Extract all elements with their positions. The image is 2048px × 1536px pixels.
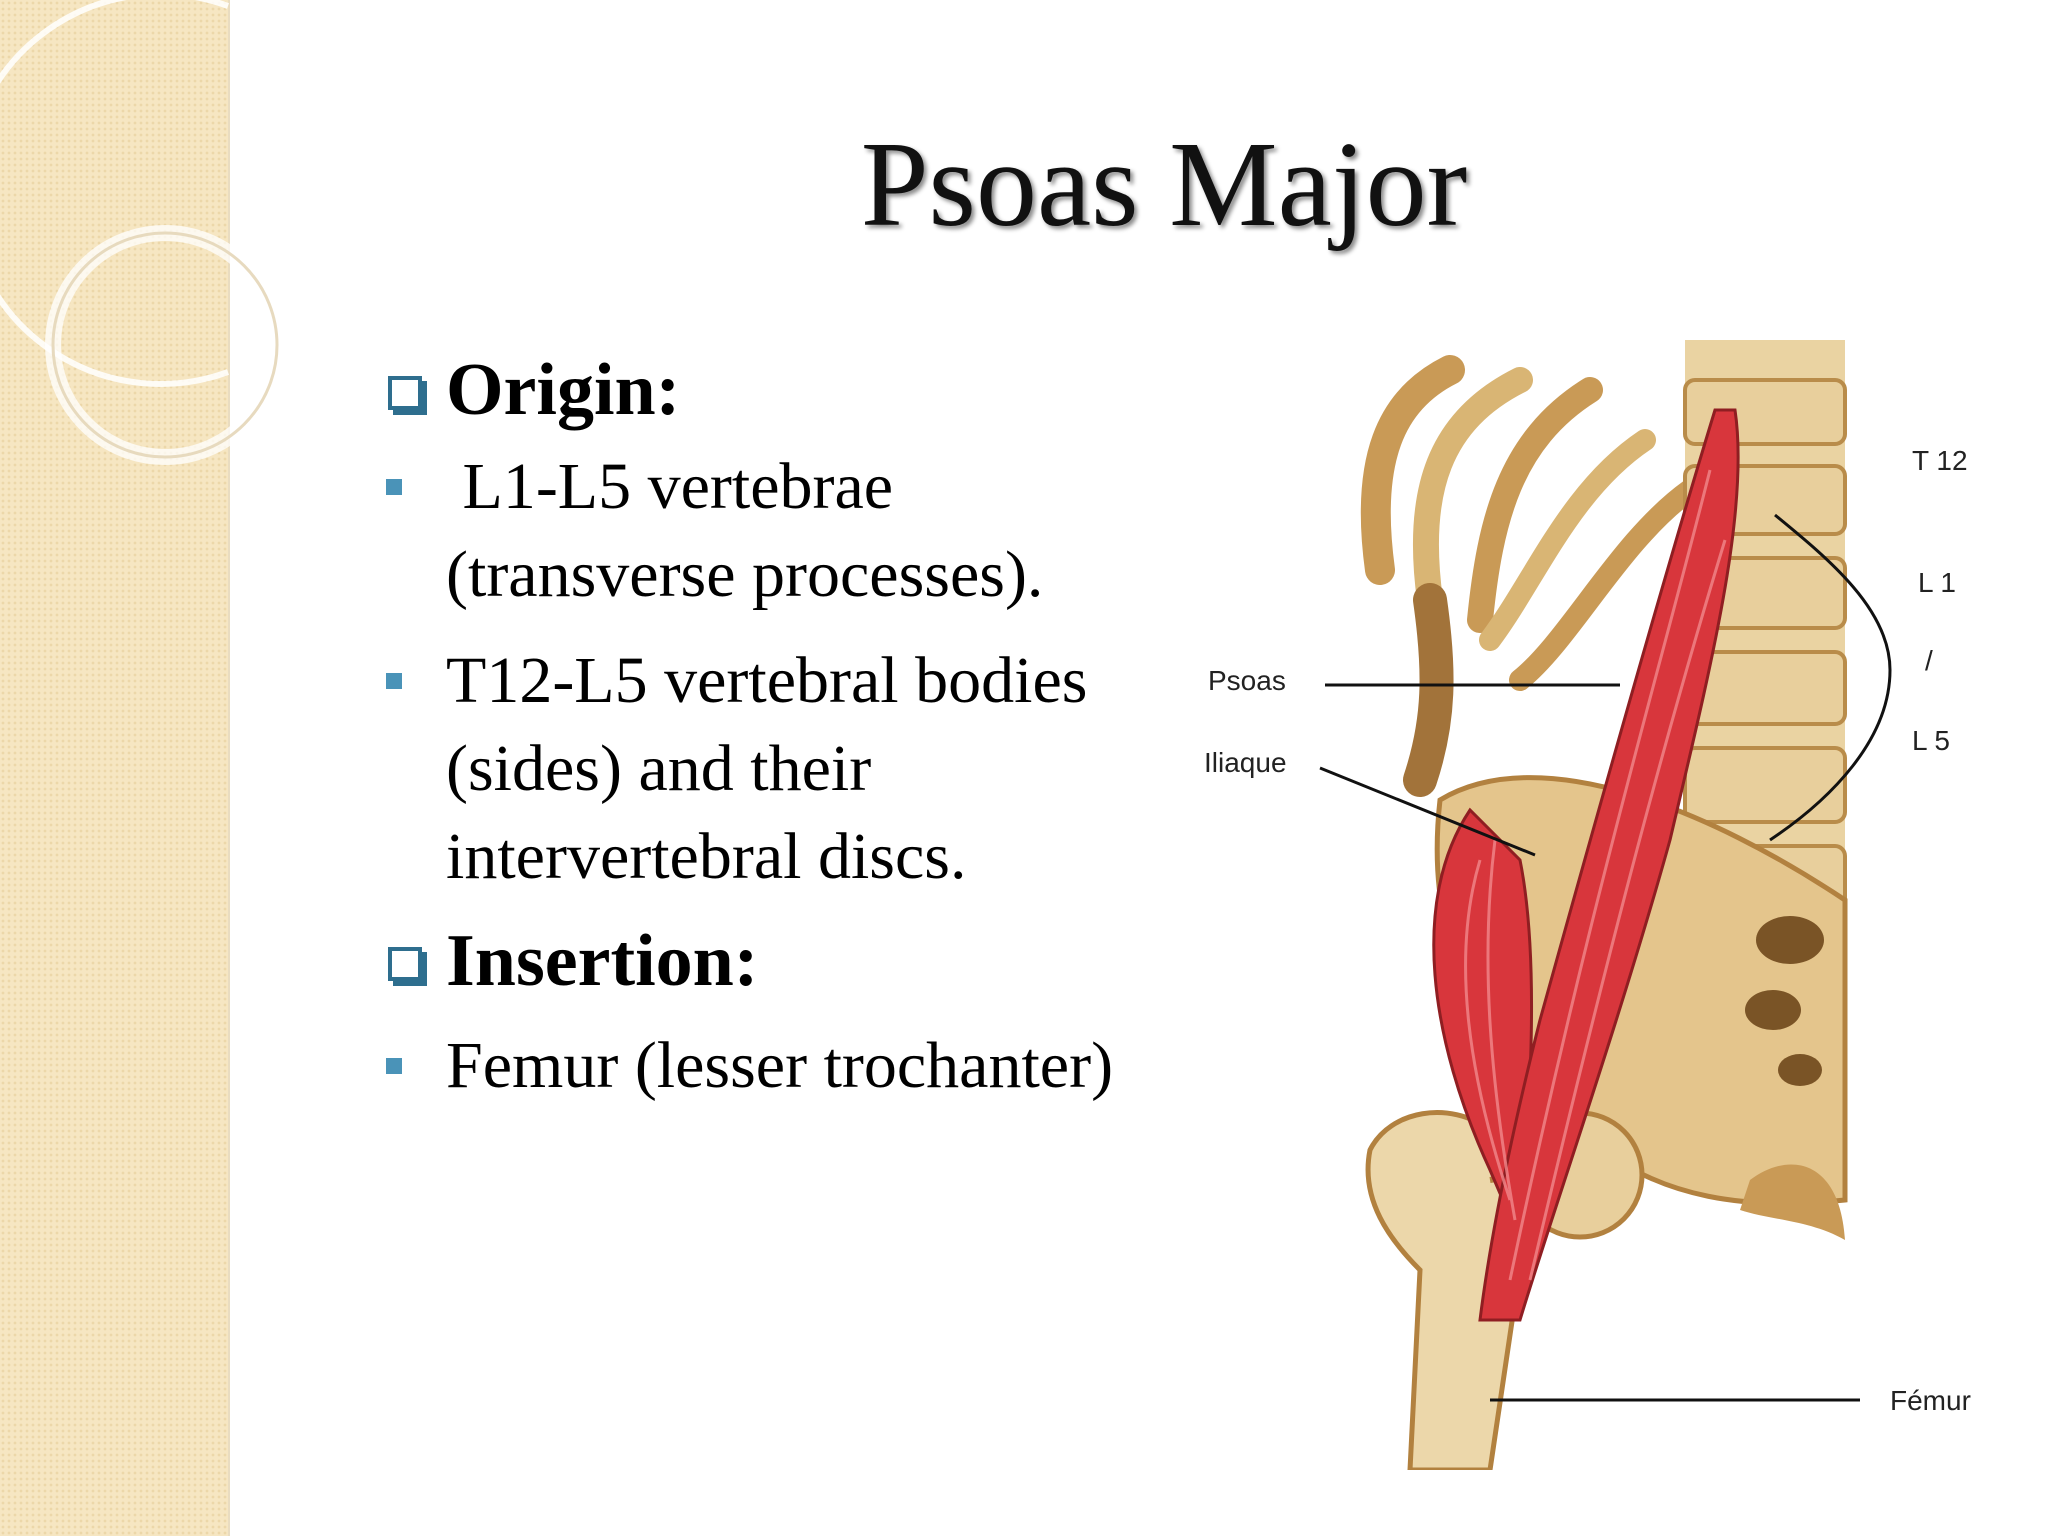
origin-heading-text: Origin: xyxy=(446,349,681,431)
label-psoas: Psoas xyxy=(1208,665,1286,696)
insertion-bullet-1-text: Femur (lesser trochanter) xyxy=(446,1029,1114,1103)
label-l5: L 5 xyxy=(1912,725,1950,756)
decorative-rings xyxy=(0,0,285,465)
origin-bullet-1: L1-L5 vertebrae (transverse processes). xyxy=(382,443,1182,619)
insertion-heading-text: Insertion: xyxy=(446,920,759,1003)
square-bullet-icon xyxy=(386,1058,402,1075)
origin-bullet-2-text: T12-L5 vertebral bodies (sides) and thei… xyxy=(446,644,1088,894)
square-bullet-icon xyxy=(386,479,402,496)
psoas-anatomy-illustration: Psoas Iliaque T 12 L 1 / L 5 Fémur xyxy=(1204,340,1971,1470)
checkbox-bullet-icon xyxy=(388,376,422,410)
slide-title: Psoas Major xyxy=(860,117,1468,252)
label-slash: / xyxy=(1925,645,1933,676)
label-l1: L 1 xyxy=(1918,567,1956,598)
label-femur: Fémur xyxy=(1890,1385,1971,1416)
label-leader-lines xyxy=(1319,513,1892,1402)
rib-cage xyxy=(1360,355,1701,797)
iliopsoas-muscle xyxy=(1432,408,1740,1322)
label-t12: T 12 xyxy=(1912,445,1968,476)
pelvis xyxy=(1434,775,1848,1240)
decorative-side-band xyxy=(0,0,230,1536)
content-body: Origin: L1-L5 vertebrae (transverse proc… xyxy=(382,348,1182,1110)
insertion-heading: Insertion: xyxy=(382,919,1182,1004)
square-bullet-icon xyxy=(386,673,402,690)
origin-heading: Origin: xyxy=(382,348,1182,433)
checkbox-bullet-icon xyxy=(388,947,422,982)
origin-bullet-1-text: L1-L5 vertebrae (transverse processes). xyxy=(446,450,1044,612)
insertion-bullet-1: Femur (lesser trochanter) xyxy=(382,1022,1182,1110)
origin-bullet-2: T12-L5 vertebral bodies (sides) and thei… xyxy=(382,637,1182,901)
label-iliaque: Iliaque xyxy=(1204,747,1287,778)
